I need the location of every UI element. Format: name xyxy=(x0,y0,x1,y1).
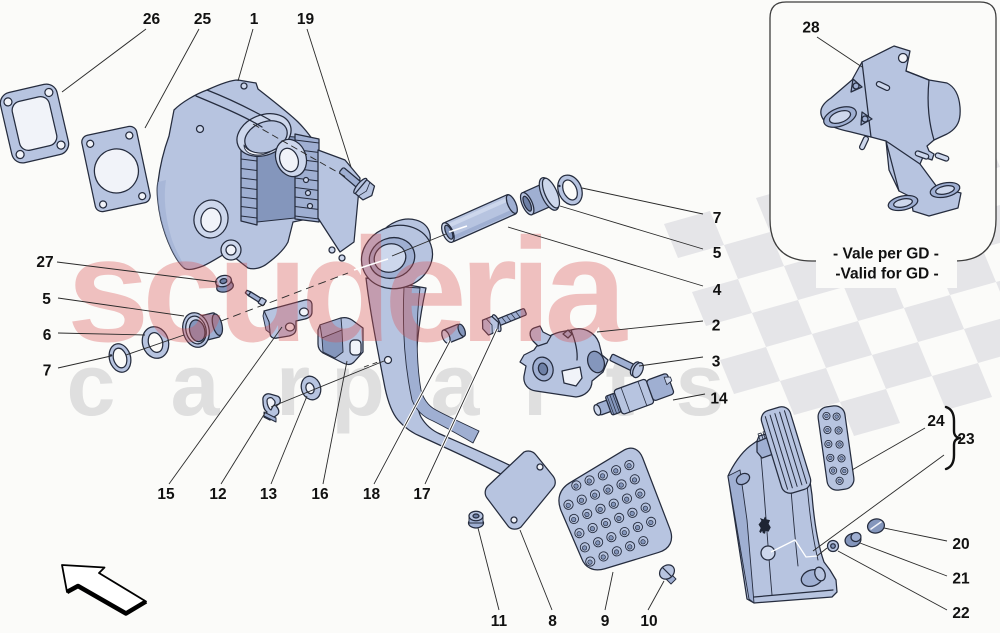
svg-text:s: s xyxy=(676,335,725,434)
svg-text:5: 5 xyxy=(713,245,722,262)
svg-text:12: 12 xyxy=(209,486,226,503)
svg-text:6: 6 xyxy=(43,327,52,344)
svg-text:20: 20 xyxy=(952,536,969,553)
svg-text:7: 7 xyxy=(43,363,52,380)
svg-text:9: 9 xyxy=(601,613,610,628)
svg-text:1: 1 xyxy=(250,11,259,28)
svg-text:27: 27 xyxy=(36,254,53,271)
svg-text:16: 16 xyxy=(311,486,329,503)
svg-text:8: 8 xyxy=(548,613,557,628)
svg-text:5: 5 xyxy=(42,291,51,308)
svg-text:17: 17 xyxy=(413,486,430,503)
svg-text:scuderia: scuderia xyxy=(67,208,628,373)
svg-text:24: 24 xyxy=(927,413,945,430)
svg-text:22: 22 xyxy=(952,605,969,622)
svg-text:c: c xyxy=(67,335,116,434)
svg-text:18: 18 xyxy=(363,486,381,503)
svg-text:10: 10 xyxy=(640,613,657,628)
svg-text:3: 3 xyxy=(712,354,721,371)
svg-text:28: 28 xyxy=(802,20,820,37)
svg-text:14: 14 xyxy=(710,391,728,408)
svg-text:a: a xyxy=(171,335,221,434)
svg-text:13: 13 xyxy=(260,486,278,503)
svg-text:- Vale per GD -: - Vale per GD - xyxy=(833,246,939,263)
svg-text:15: 15 xyxy=(157,486,175,503)
svg-text:26: 26 xyxy=(143,11,161,28)
svg-text:4: 4 xyxy=(713,282,722,299)
svg-text:21: 21 xyxy=(952,571,970,588)
svg-text:-Valid for GD -: -Valid for GD - xyxy=(835,266,938,283)
svg-text:7: 7 xyxy=(713,210,722,227)
svg-text:11: 11 xyxy=(491,613,508,628)
svg-text:25: 25 xyxy=(194,11,212,28)
svg-text:23: 23 xyxy=(957,431,975,448)
svg-text:19: 19 xyxy=(297,11,315,28)
svg-text:2: 2 xyxy=(712,318,721,335)
